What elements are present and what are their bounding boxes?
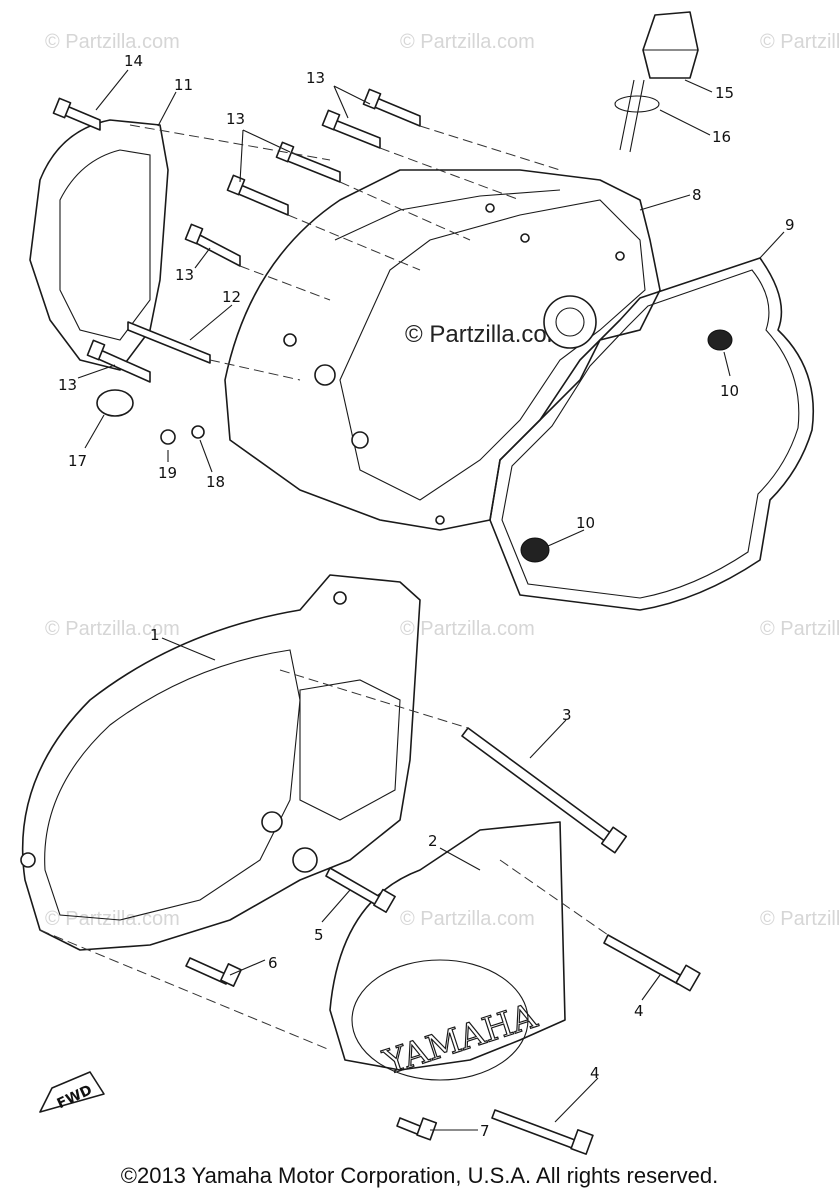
outer-cover-hole (20, 852, 36, 868)
watermark: © Partzilla.com (45, 31, 180, 53)
outer-cover-boss (299, 679, 401, 821)
callout-3: 3 (562, 706, 572, 724)
watermark: © Partzilla.com (400, 618, 535, 640)
crankcase-cover-body (224, 169, 661, 531)
callout-4: 4 (590, 1064, 600, 1082)
callout-14: 14 (124, 52, 143, 70)
callout-17: 17 (68, 452, 87, 470)
callout-4: 4 (634, 1002, 644, 1020)
assembly-lines (39, 124, 609, 1051)
watermark: © Partzilla.com (760, 31, 839, 53)
callout-12: 12 (222, 288, 241, 306)
callout-5: 5 (314, 926, 324, 944)
bolts-upper (52, 88, 421, 383)
cover-bolt-hole (520, 233, 530, 243)
callout-10: 10 (576, 514, 595, 532)
filler-cap-part-15 (642, 11, 699, 79)
crank-boss-inner (555, 307, 585, 337)
outer-cover-part-1 (21, 574, 421, 951)
watermark: © Partzilla.com (400, 31, 535, 53)
callout-19: 19 (158, 464, 177, 482)
callout-2: 2 (428, 832, 438, 850)
dowel-pin-part-10 (707, 329, 733, 351)
callout-13: 13 (226, 110, 245, 128)
fwd-arrow: FWD (39, 1071, 105, 1113)
gasket-part-9 (489, 257, 815, 611)
callout-13: 13 (306, 69, 325, 87)
callout-16: 16 (712, 128, 731, 146)
dowel-pin-part-10 (520, 537, 550, 563)
callout-9: 9 (785, 216, 795, 234)
yamaha-logo: YAMAHA (378, 996, 542, 1083)
watermark: © Partzilla.com (760, 908, 839, 930)
plug-part-17 (96, 389, 134, 417)
left-plate-part-11 (29, 119, 169, 371)
watermark: © Partzilla.com (400, 908, 535, 930)
callout-1: 1 (150, 626, 160, 644)
outer-cover-hole (333, 591, 347, 605)
generator-cover-emblem (351, 959, 529, 1081)
cover-hole (314, 364, 336, 386)
callout-11: 11 (174, 76, 193, 94)
cover-bolt-hole (435, 515, 445, 525)
left-plate-opening (59, 149, 151, 341)
callout-15: 15 (715, 84, 734, 102)
cover-bolt-hole (485, 203, 495, 213)
callout-13: 13 (175, 266, 194, 284)
generator-cover-part-2 (329, 821, 566, 1071)
gasket-inner-edge (501, 269, 800, 599)
bolts-lower (185, 727, 701, 1155)
cover-hole (283, 333, 297, 347)
o-ring-part-16 (614, 95, 660, 113)
callout-6: 6 (268, 954, 278, 972)
crankcase-cover-ridge (334, 189, 561, 241)
leader-lines (77, 69, 785, 1131)
crank-boss (543, 295, 597, 349)
outer-cover-rim (44, 649, 301, 921)
callout-8: 8 (692, 186, 702, 204)
callout-labels: 14 11 13 13 15 16 8 9 13 12 13 17 19 18 … (58, 52, 795, 1140)
outer-cover-port (261, 811, 283, 833)
callout-7: 7 (480, 1122, 490, 1140)
callout-13: 13 (58, 376, 77, 394)
callout-18: 18 (206, 473, 225, 491)
screw-part-19 (160, 429, 176, 445)
filler-cap-stem (619, 79, 645, 153)
watermark: © Partzilla.com (760, 618, 839, 640)
callout-10: 10 (720, 382, 739, 400)
cover-drain-hole (351, 431, 369, 449)
cover-bolt-hole (615, 251, 625, 261)
watermark: © Partzilla.com (45, 618, 180, 640)
center-watermark: © Partzilla.com (405, 321, 567, 348)
washer-part-18 (191, 425, 205, 439)
crankcase-cover-flange (339, 199, 646, 501)
copyright-notice: ©2013 Yamaha Motor Corporation, U.S.A. A… (120, 1163, 719, 1188)
outer-cover-port (292, 847, 318, 873)
